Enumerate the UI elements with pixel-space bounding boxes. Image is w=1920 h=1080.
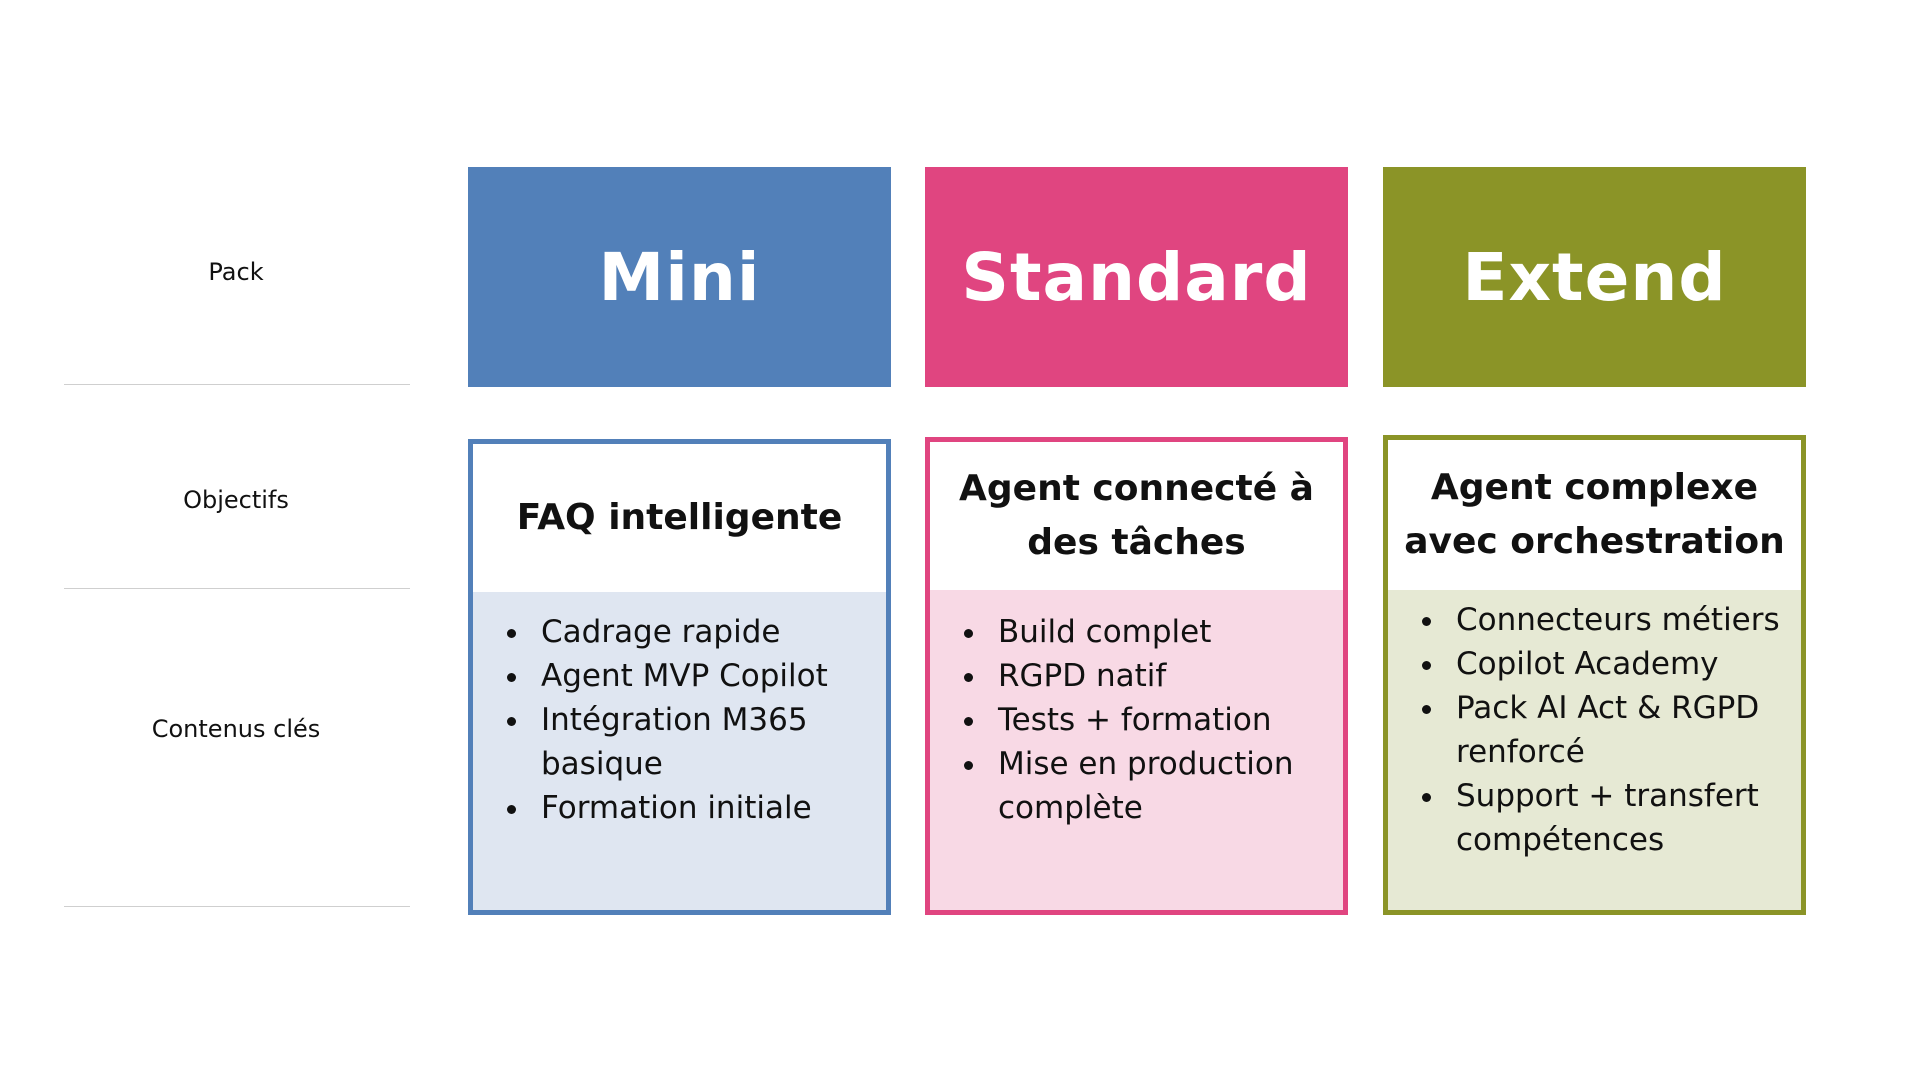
- pack-objective: Agent connecté à des tâches: [930, 442, 1343, 590]
- list-item: Tests + formation: [930, 698, 1343, 742]
- pack-card-standard: Agent connecté à des tâches Build comple…: [925, 437, 1348, 915]
- row-label-pack: Pack: [208, 258, 264, 286]
- bullet-icon: [507, 717, 516, 726]
- pack-card-mini: FAQ intelligente Cadrage rapide Agent MV…: [468, 439, 891, 915]
- pack-header-standard: Standard: [925, 167, 1348, 387]
- bullet-icon: [964, 629, 973, 638]
- bullet-icon: [1422, 617, 1431, 626]
- bullet-icon: [507, 629, 516, 638]
- bullet-icon: [507, 673, 516, 682]
- pack-card-extend: Agent complexe avec orchestration Connec…: [1383, 435, 1806, 915]
- pack-contents: Connecteurs métiers Copilot Academy Pack…: [1388, 590, 1801, 910]
- row-divider: [64, 906, 410, 907]
- pack-header-extend: Extend: [1383, 167, 1806, 387]
- list-item: Intégration M365 basique: [473, 698, 886, 786]
- row-divider: [64, 384, 410, 385]
- list-item: Formation initiale: [473, 786, 886, 830]
- list-item: Mise en production complète: [930, 742, 1343, 830]
- objective-text: Agent complexe avec orchestration: [1404, 467, 1785, 562]
- pack-objective: FAQ intelligente: [473, 444, 886, 592]
- pack-header-mini: Mini: [468, 167, 891, 387]
- list-item: Support + transfert compétences: [1388, 774, 1801, 862]
- objective-text: FAQ intelligente: [516, 497, 843, 538]
- bullet-icon: [1422, 705, 1431, 714]
- objective-text: Agent connecté à des tâches: [959, 468, 1314, 563]
- row-divider: [64, 588, 410, 589]
- bullet-icon: [1422, 793, 1431, 802]
- bullet-icon: [1422, 661, 1431, 670]
- pack-contents: Cadrage rapide Agent MVP Copilot Intégra…: [473, 592, 886, 910]
- pack-contents: Build complet RGPD natif Tests + formati…: [930, 590, 1343, 910]
- bullet-icon: [964, 673, 973, 682]
- list-item: Copilot Academy: [1388, 642, 1801, 686]
- pack-name: Standard: [961, 238, 1312, 316]
- list-item: Build complet: [930, 610, 1343, 654]
- row-label-objectives: Objectifs: [183, 486, 289, 514]
- bullet-icon: [964, 761, 973, 770]
- list-item: RGPD natif: [930, 654, 1343, 698]
- bullet-icon: [507, 805, 516, 814]
- list-item: Agent MVP Copilot: [473, 654, 886, 698]
- pack-objective: Agent complexe avec orchestration: [1388, 440, 1801, 590]
- list-item: Cadrage rapide: [473, 610, 886, 654]
- list-item: Pack AI Act & RGPD renforcé: [1388, 686, 1801, 774]
- pack-name: Mini: [598, 238, 761, 316]
- row-label-key-contents: Contenus clés: [151, 715, 321, 743]
- pack-name: Extend: [1462, 238, 1727, 316]
- list-item: Connecteurs métiers: [1388, 598, 1801, 642]
- bullet-icon: [964, 717, 973, 726]
